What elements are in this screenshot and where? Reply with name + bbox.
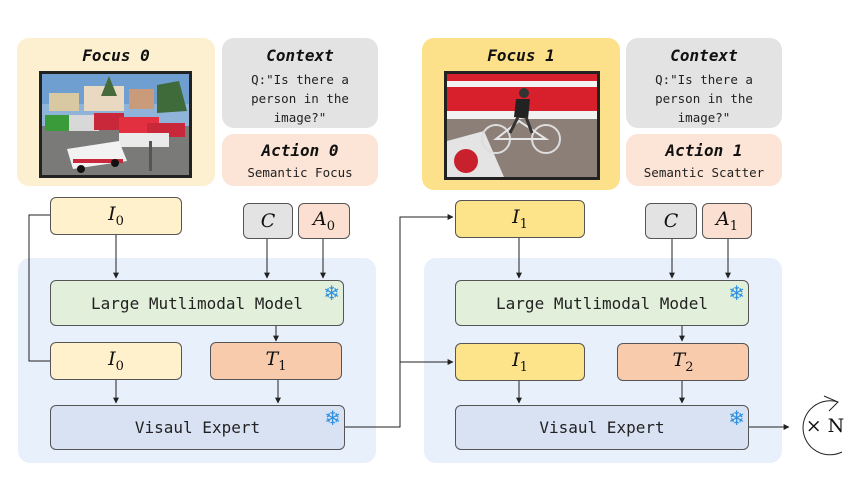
input-i1-top-symbol: I1 [512, 206, 528, 232]
context-c0-symbol: C [260, 210, 276, 232]
context-0-title: Context [266, 46, 334, 65]
context-1-title: Context [670, 46, 738, 65]
action-a1-box: A1 [702, 203, 752, 239]
action-a0-symbol: A0 [312, 208, 335, 234]
snowflake-icon: ❄ [323, 281, 340, 305]
action-a1-symbol: A1 [715, 208, 738, 234]
action-0-text: Semantic Focus [247, 165, 353, 180]
input-i0-bottom: I0 [50, 342, 182, 380]
context-c0-box: C [243, 203, 293, 239]
input-i1-bottom: I1 [455, 343, 585, 381]
context-1-panel: Context Q:"Is there a person in the imag… [626, 38, 782, 128]
action-0-panel: Action 0 Semantic Focus [222, 134, 378, 186]
action-1-title: Action 1 [665, 141, 743, 160]
context-0-question: Q:"Is there a person in the image?" [251, 72, 349, 125]
lmm-1-box: Large Mutlimodal Model ❄ [455, 280, 749, 326]
action-1-text: Semantic Scatter [643, 165, 765, 180]
output-t1-symbol: T1 [265, 348, 287, 374]
expert-0-box: Visaul Expert ❄ [50, 405, 345, 450]
focus-1-title: Focus 1 [487, 46, 555, 65]
snowflake-icon: ❄ [728, 406, 745, 430]
action-a0-box: A0 [298, 203, 350, 239]
expert-1-box: Visaul Expert ❄ [455, 405, 749, 450]
lmm-0-label: Large Mutlimodal Model [91, 293, 303, 313]
focus-1-panel: Focus 1 [422, 38, 620, 190]
input-i1-bottom-symbol: I1 [512, 349, 528, 375]
action-1-panel: Action 1 Semantic Scatter [626, 134, 782, 186]
focus-0-title: Focus 0 [82, 46, 150, 65]
action-0-title: Action 0 [261, 141, 339, 160]
focus-0-image [39, 71, 192, 178]
snowflake-icon: ❄ [728, 281, 745, 305]
input-i0-bottom-symbol: I0 [108, 348, 124, 374]
context-c1-box: C [645, 203, 697, 239]
context-c1-symbol: C [663, 210, 679, 232]
output-t2-box: T2 [617, 343, 749, 381]
lmm-0-box: Large Mutlimodal Model ❄ [50, 280, 344, 326]
output-t1-box: T1 [210, 342, 342, 380]
context-0-panel: Context Q:"Is there a person in the imag… [222, 38, 378, 128]
focus-0-panel: Focus 0 [17, 38, 215, 186]
lmm-1-label: Large Mutlimodal Model [496, 293, 708, 313]
context-1-question: Q:"Is there a person in the image?" [655, 72, 753, 125]
input-i0-top-symbol: I0 [108, 203, 124, 229]
snowflake-icon: ❄ [324, 406, 341, 430]
input-i0-top: I0 [50, 197, 182, 235]
focus-1-image [444, 71, 600, 180]
expert-1-label: Visaul Expert [539, 418, 665, 437]
input-i1-top: I1 [455, 200, 585, 238]
expert-0-label: Visaul Expert [134, 418, 261, 437]
repeat-n-label: × N [805, 415, 845, 437]
output-t2-symbol: T2 [672, 349, 694, 375]
